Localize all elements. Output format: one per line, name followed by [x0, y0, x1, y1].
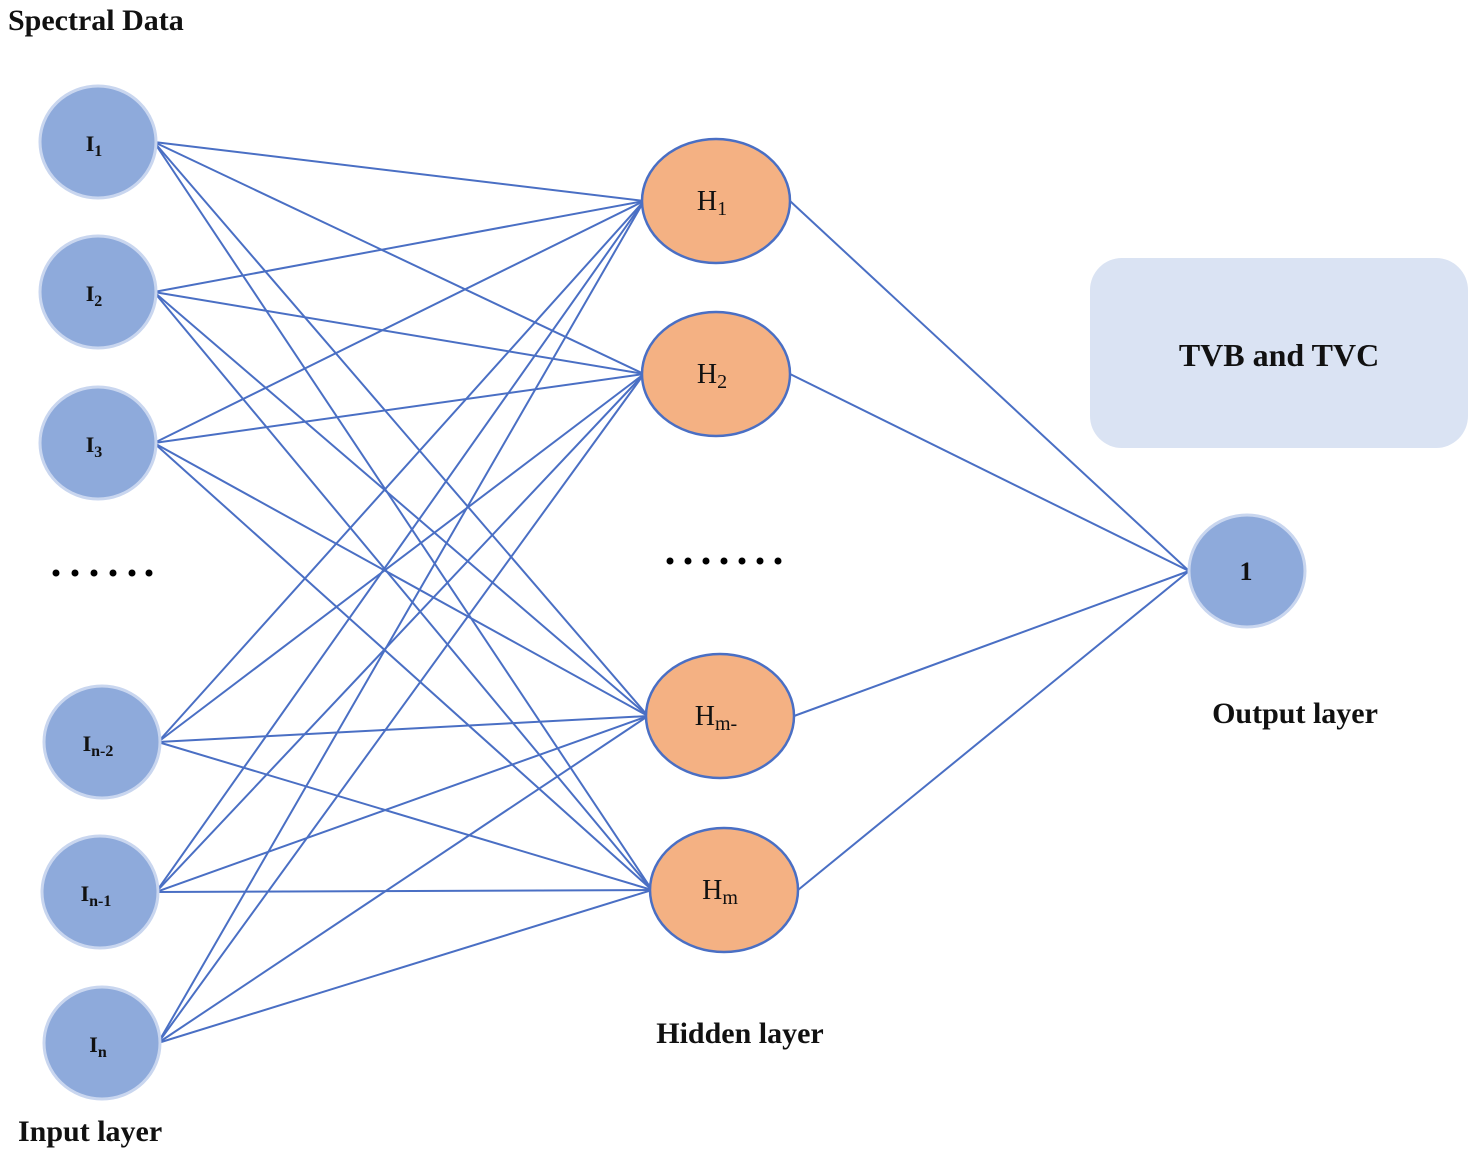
output-node-o1: 1	[1187, 513, 1307, 629]
input-node-in1: In-1	[40, 834, 160, 950]
edge-in-hm1	[157, 715, 649, 1044]
input-node-i3-shape	[38, 385, 158, 501]
edge-in-h2	[157, 373, 645, 1044]
edge-in2-hm	[157, 741, 653, 891]
input-node-label-i1: I1	[86, 131, 103, 160]
edge-i1-hm1	[153, 141, 649, 717]
edge-i1-h1	[153, 141, 645, 202]
hidden-node-label-h1: H1	[697, 186, 727, 220]
edge-i1-h2	[153, 141, 645, 375]
edge-in-h1	[157, 200, 645, 1044]
output-target-background	[1090, 258, 1468, 448]
edge-hm1-o1	[793, 570, 1190, 717]
edge-in2-hm1	[157, 715, 649, 743]
hidden-node-hm1-shape	[644, 652, 796, 780]
hidden-layer-label: Hidden layer	[656, 1017, 824, 1050]
output-node-label-o1: 1	[1240, 557, 1253, 586]
input-node-i2: I2	[38, 234, 158, 350]
hidden-node-hm-shape	[648, 826, 800, 954]
edge-in2-h2	[157, 373, 645, 743]
hidden-node-h1: H1	[640, 137, 792, 265]
edge-in2-h1	[157, 200, 645, 743]
input-node-i1-shape	[38, 84, 158, 200]
hidden-node-hm: Hm	[648, 826, 800, 954]
hidden-node-h1-shape	[640, 137, 792, 265]
edge-i2-h2	[153, 291, 645, 375]
connection-edges	[153, 141, 1190, 1044]
edge-in1-hm	[155, 889, 653, 893]
input-node-i1: I1	[38, 84, 158, 200]
hidden-node-h2-shape	[640, 310, 792, 438]
input-node-i2-shape	[38, 234, 158, 350]
output-layer-label: Output layer	[1212, 697, 1378, 730]
hidden-ellipsis	[666, 557, 782, 565]
edge-i3-hm	[153, 442, 653, 891]
input-node-label-in: In	[89, 1032, 107, 1061]
input-node-in-shape	[42, 985, 162, 1101]
edge-i2-hm1	[153, 291, 649, 717]
output-node-o1-shape	[1187, 513, 1307, 629]
edge-i3-hm1	[153, 442, 649, 717]
hidden-node-label-hm1: Hm-	[695, 701, 737, 735]
edge-i3-h2	[153, 373, 645, 444]
edge-in1-h1	[155, 200, 645, 893]
input-node-label-i3: I3	[86, 432, 103, 461]
output-target-box: TVB and TVC	[1090, 258, 1468, 448]
edge-i3-h1	[153, 200, 645, 444]
edge-i2-h1	[153, 200, 645, 293]
edge-i1-hm	[153, 141, 653, 891]
hidden-node-label-hm: Hm	[702, 875, 738, 909]
diagram-title: Spectral Data	[8, 4, 184, 37]
input-node-i3: I3	[38, 385, 158, 501]
edge-i2-hm	[153, 291, 653, 891]
input-node-label-in1: In-1	[81, 881, 112, 910]
input-node-label-in2: In-2	[83, 731, 114, 760]
input-node-in: In	[42, 985, 162, 1101]
output-target-label: TVB and TVC	[1179, 337, 1379, 373]
input-node-label-i2: I2	[86, 281, 103, 310]
edge-in-hm	[157, 889, 653, 1044]
hidden-node-hm1: Hm-	[644, 652, 796, 780]
edge-in1-hm1	[155, 715, 649, 893]
edge-h2-o1	[789, 373, 1190, 572]
input-node-in1-shape	[40, 834, 160, 950]
input-node-in2-shape	[42, 684, 162, 800]
edge-in1-h2	[155, 373, 645, 893]
edge-hm-o1	[797, 570, 1190, 891]
hidden-node-label-h2: H2	[697, 359, 727, 393]
input-node-in2: In-2	[42, 684, 162, 800]
hidden-node-h2: H2	[640, 310, 792, 438]
input-ellipsis	[52, 569, 153, 577]
edge-h1-o1	[789, 200, 1190, 572]
input-layer-label: Input layer	[18, 1115, 162, 1148]
